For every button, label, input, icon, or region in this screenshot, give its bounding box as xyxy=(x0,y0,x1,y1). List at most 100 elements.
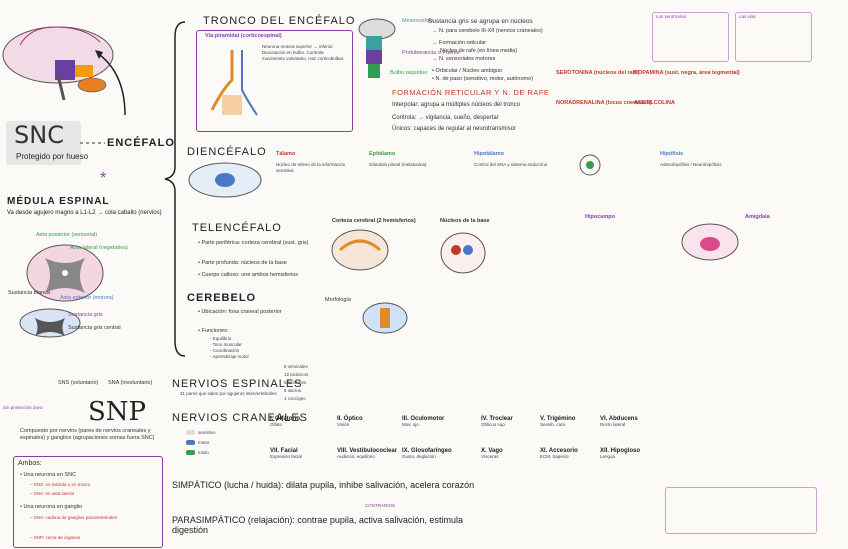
dien-part-1: Epitálamo xyxy=(369,151,396,157)
cranial-nerve-desc: Oblicuo sup. xyxy=(481,422,507,427)
cranial-nerve-name: VI. Abducens xyxy=(600,416,638,422)
tronco-line-5: • Orbicular / Núcleo ambiguo xyxy=(432,68,503,74)
arrow-curve xyxy=(95,50,126,116)
dien-desc-0: Núcleo de relevo de la información sensi… xyxy=(276,162,346,174)
diencefalo-title: DIENCÉFALO xyxy=(187,146,267,158)
espinales-sub: 31 pares que salen por agujeros interver… xyxy=(180,391,277,396)
cranial-nerve-desc: Olfato xyxy=(270,422,283,427)
formacion-line-0: Interpolar: agrupa a múltiples núcleos d… xyxy=(392,102,521,108)
craneales-title: NERVIOS CRANEALES xyxy=(172,412,309,424)
formacion-line-1: Controla: → vigilancia, sueño, despertar xyxy=(392,115,499,121)
cranial-nerve-name: II. Óptico xyxy=(337,416,363,422)
medula-title: MÉDULA ESPINAL xyxy=(7,196,110,207)
cranial-nerve-name: VII. Facial xyxy=(270,448,298,454)
cranial-nerve-desc: Vísceras xyxy=(481,454,499,459)
dien-part-2: Hipotálamo xyxy=(474,151,504,157)
cranial-nerve-name: X. Vago xyxy=(481,448,503,454)
cerebelo-sub: Morfología xyxy=(325,297,351,303)
via-piramidal-box xyxy=(196,30,353,132)
tel-part-2: Hipocampo xyxy=(585,214,615,220)
tel-line-1: • Parte profunda: núcleos de la base xyxy=(198,260,287,266)
dien-desc-2: Control del SNA y sistema endocrino xyxy=(474,162,548,167)
tronco-line-6: • N. de paso (sensitivo, motor, autónomo… xyxy=(432,76,533,82)
snc-box xyxy=(6,121,81,165)
brace xyxy=(164,21,186,357)
med-label-1: Asta lateral (vegetativa) xyxy=(70,245,128,251)
simpatico: SIMPÁTICO (lucha / huida): dilata pupila… xyxy=(172,480,475,490)
arco-reflejo-box xyxy=(665,487,817,534)
snc-subtitle: Protegido por hueso xyxy=(16,152,89,161)
esp-2: 5 lumbares xyxy=(284,380,307,385)
red-item-3: ACETILCOLINA xyxy=(634,100,675,106)
ambos-4: – SNA: cadena de ganglios paravertebrale… xyxy=(30,515,118,520)
dien-desc-3: Adenohipófisis / Neurohipófisis xyxy=(660,162,722,167)
red-item-1: NORADRENALINA (locus coeruleus) xyxy=(556,100,652,106)
dash-line xyxy=(80,142,105,144)
med-label-2: Asta anterior (motora) xyxy=(60,295,114,301)
cranial-nerve-desc: Lengua xyxy=(600,454,616,459)
dien-part-3: Hipófisis xyxy=(660,151,684,157)
tronco-line-4: → N. sensoriales motores xyxy=(432,56,496,62)
esp-1: 12 torácicos xyxy=(284,372,309,377)
formacion-title: FORMACIÓN RETICULAR Y N. DE RAFE xyxy=(392,88,550,97)
cranial-nerve-name: VIII. Vestibulococlear xyxy=(337,448,398,454)
ambos-3: • Una neurona en ganglio xyxy=(20,504,83,510)
corner-box-0: Los ventrículos xyxy=(656,14,687,19)
cranial-nerve-name: I. Olfatorio xyxy=(270,416,300,422)
tel-part-3: Amígdala xyxy=(745,214,770,220)
tronco-part-2: Bulbo raquídeo xyxy=(390,70,428,76)
cranial-nerve-name: IV. Troclear xyxy=(481,416,513,422)
cranial-nerve-desc: Sensib. cara xyxy=(540,422,566,427)
contrarios-note: CONTRARIOS xyxy=(365,503,396,508)
tel-line-0: • Parte periférica: corteza cerebral (su… xyxy=(198,240,309,246)
med-label-5: Sustancia gris central xyxy=(68,325,121,331)
cranial-nerve-desc: Audición, equilibrio xyxy=(337,454,375,459)
esp-3: 5 sacros xyxy=(284,388,302,393)
med-label-0: Asta posterior (sensorial) xyxy=(36,232,98,238)
med-label-3: Sustancia blanca xyxy=(8,290,50,296)
parasimpatico: PARASIMPÁTICO (relajación): contrae pupi… xyxy=(172,515,463,535)
esp-0: 8 cervicales xyxy=(284,364,308,369)
cranial-nerve-name: V. Trigémino xyxy=(540,416,576,422)
hypothalamus-illustration xyxy=(579,154,601,176)
basal-ganglia-illustration xyxy=(440,232,486,274)
cranial-nerve-name: XII. Hipogloso xyxy=(600,448,640,454)
cerebellum-illustration xyxy=(362,302,408,334)
brainstem-illustration xyxy=(358,18,396,78)
snp-left-note: Sin protección ósea xyxy=(3,405,43,410)
legend-2: mixto xyxy=(186,450,209,456)
snc-title: SNC xyxy=(14,121,64,149)
cer-line-2: - Equilibrio xyxy=(210,336,232,341)
cranial-nerve-name: IX. Glosofaríngeo xyxy=(402,448,452,454)
tronco-line-3: Núcleo de rafe (en línea media) xyxy=(440,48,518,54)
ambos-2: – SNA: en asta lateral xyxy=(30,491,74,496)
red-item-2: DOPAMINA (sust. negra, área tegmental) xyxy=(634,70,740,76)
cranial-nerve-desc: Gusto, deglución xyxy=(402,454,436,459)
cer-line-3: - Tono muscular xyxy=(210,342,242,347)
telencefalo-title: TELENCÉFALO xyxy=(192,222,282,234)
star-icon: * xyxy=(100,170,107,187)
legend-1: motor xyxy=(186,440,210,446)
tel-part-1: Núcleos de la base xyxy=(440,218,490,224)
tronco-line-0: Sustancia gris se agrupa en núcleos xyxy=(428,18,533,25)
cerebelo-title: CEREBELO xyxy=(187,292,257,304)
pathway-sketch xyxy=(210,50,258,116)
snp-label-1: SNA (involuntario) xyxy=(108,380,153,386)
spinal-cord-cross-section xyxy=(19,244,104,338)
cranial-nerve-name: XI. Accesorio xyxy=(540,448,578,454)
via-notes: Neurona motora superior → inferior. Decu… xyxy=(262,44,345,62)
cranial-nerve-desc: Visión xyxy=(337,422,350,427)
ambos-1: – SNS: en médula o en tronco xyxy=(30,482,91,487)
ambos-title: Ambos: xyxy=(18,460,42,467)
cortex-illustration xyxy=(331,229,389,271)
